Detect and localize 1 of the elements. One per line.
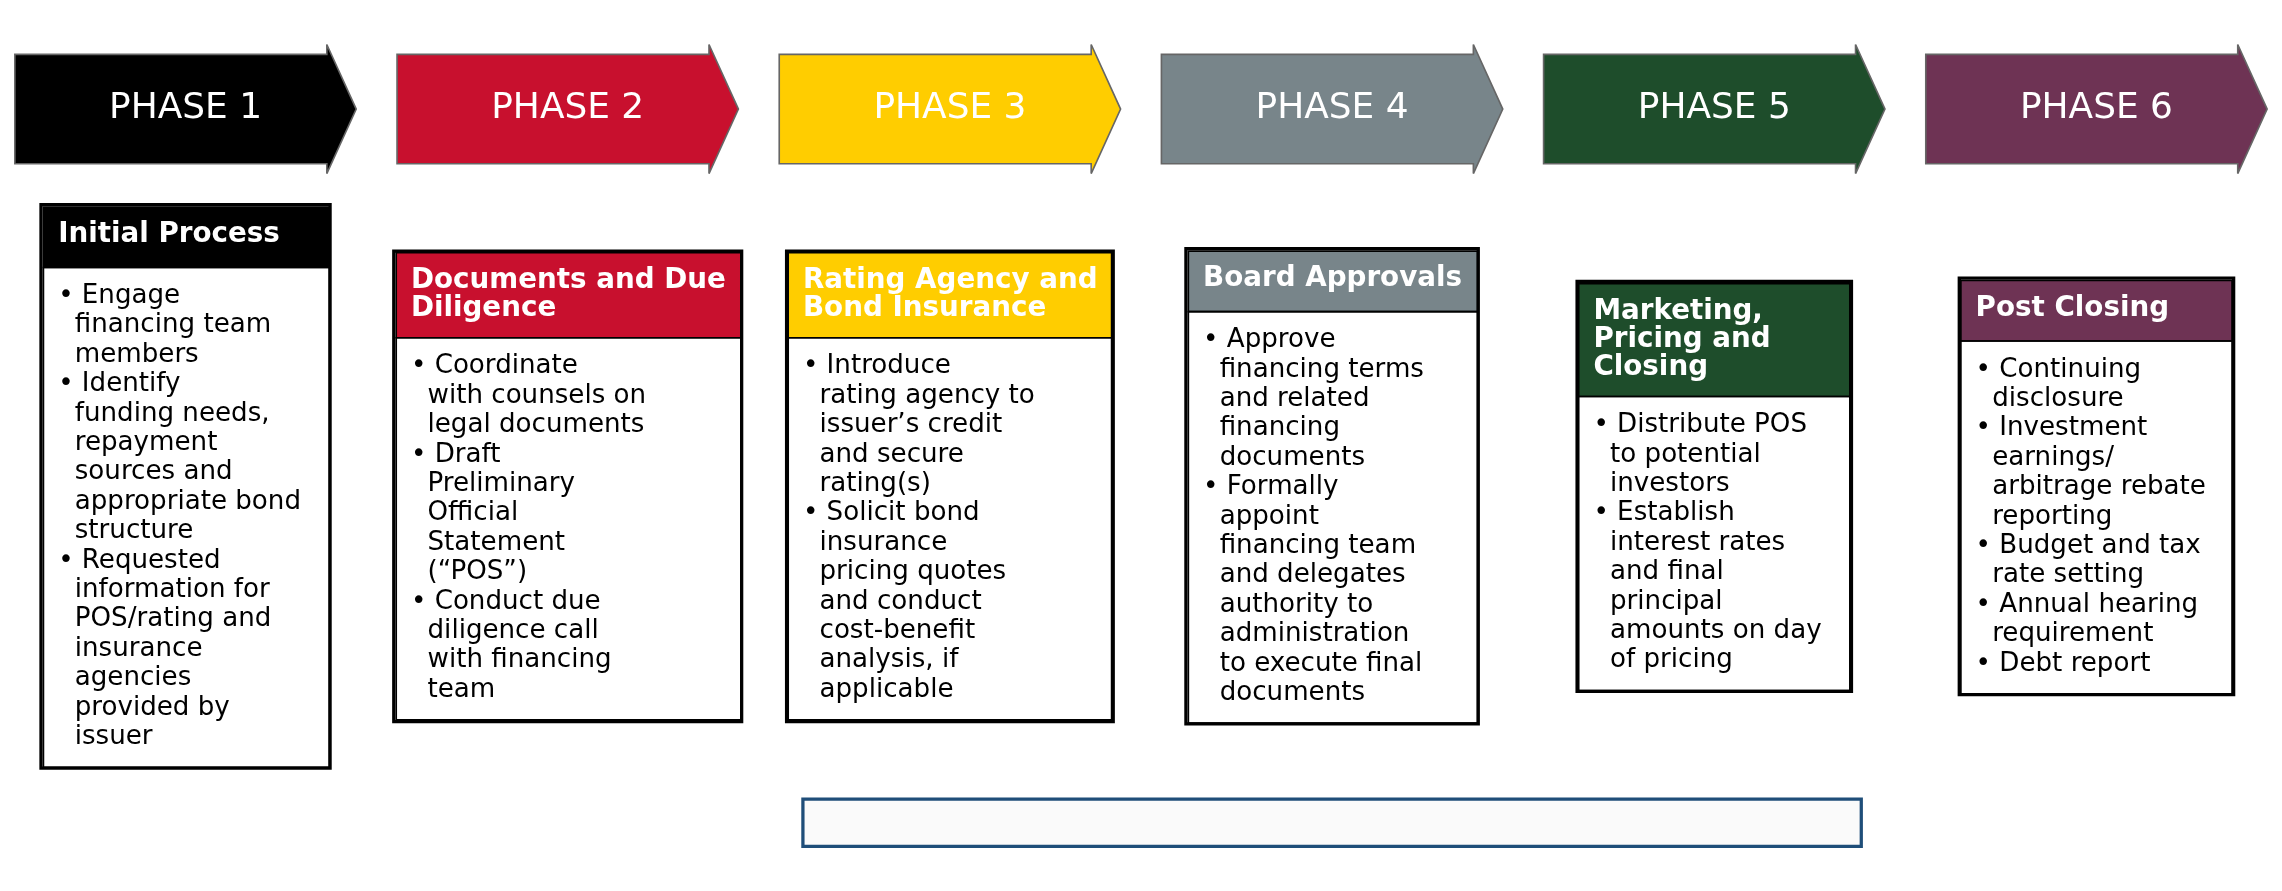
node-box xyxy=(801,797,1863,849)
